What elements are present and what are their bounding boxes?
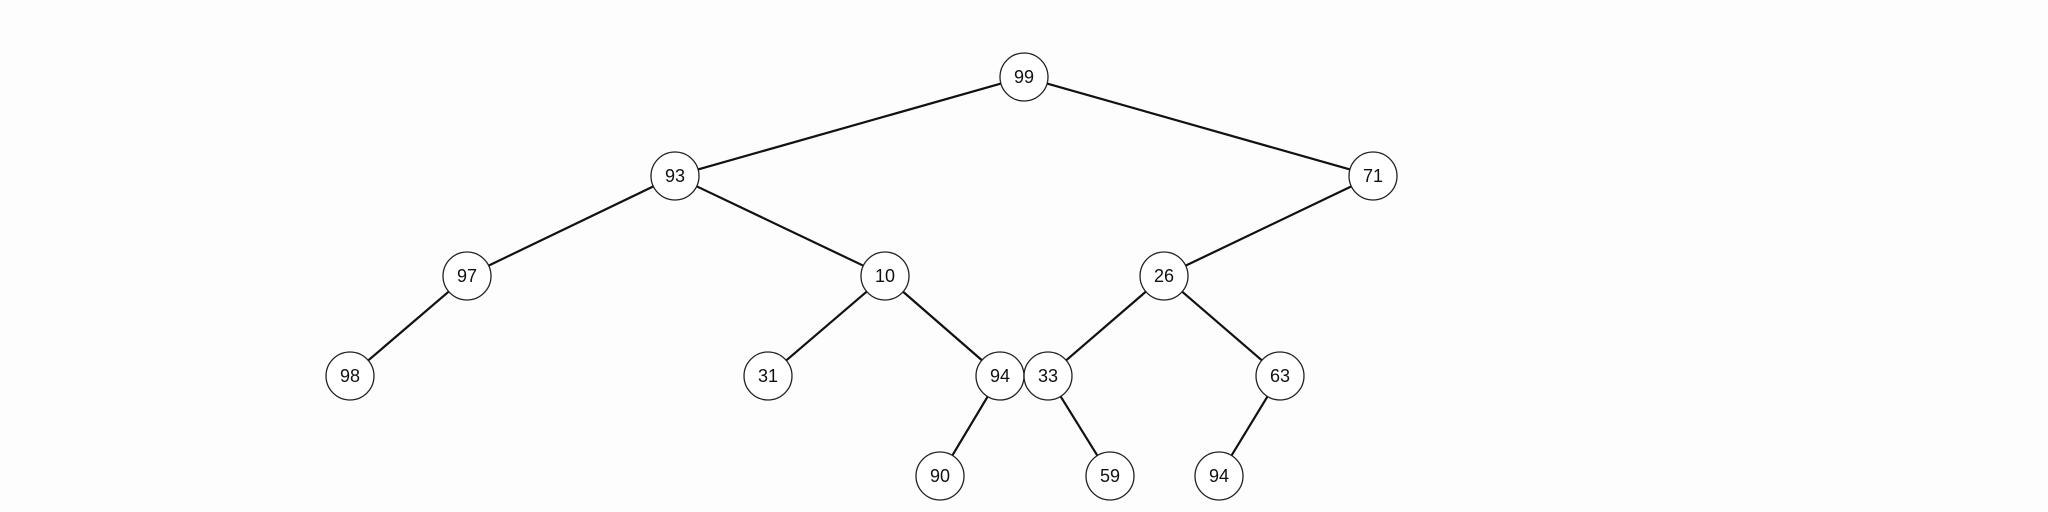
tree-node: 63: [1255, 351, 1305, 401]
tree-node-circle: [743, 351, 793, 401]
tree-edge: [696, 185, 864, 267]
tree-edges: [367, 82, 1352, 457]
tree-node-label: 99: [1014, 67, 1034, 87]
tree-edge: [1181, 290, 1263, 362]
tree-edge: [1065, 290, 1147, 362]
tree-edge: [951, 396, 989, 456]
tree-node-circle: [1348, 151, 1398, 201]
tree-node-label: 59: [1100, 466, 1120, 486]
tree-node-circle: [1085, 451, 1135, 501]
tree-edge: [367, 290, 450, 362]
tree-node-label: 71: [1363, 166, 1383, 186]
tree-node-label: 94: [990, 366, 1010, 386]
tree-edge: [1046, 82, 1351, 171]
tree-node: 33: [1023, 351, 1073, 401]
tree-node-label: 63: [1270, 366, 1290, 386]
tree-node: 71: [1348, 151, 1398, 201]
tree-node: 94: [975, 351, 1025, 401]
tree-node: 10: [860, 251, 910, 301]
tree-node-label: 97: [457, 266, 477, 286]
tree-edge: [697, 82, 1002, 171]
tree-node-label: 10: [875, 266, 895, 286]
tree-node-circle: [325, 351, 375, 401]
tree-node: 31: [743, 351, 793, 401]
tree-node: 59: [1085, 451, 1135, 501]
tree-node-circle: [915, 451, 965, 501]
tree-node: 93: [650, 151, 700, 201]
tree-edge: [902, 290, 983, 362]
tree-node: 94: [1194, 451, 1244, 501]
tree-node: 98: [325, 351, 375, 401]
tree-edge: [1059, 395, 1099, 457]
tree-node-label: 93: [665, 166, 685, 186]
tree-node-circle: [1194, 451, 1244, 501]
tree-node: 99: [999, 52, 1049, 102]
tree-node-circle: [442, 251, 492, 301]
tree-node-circle: [1255, 351, 1305, 401]
tree-edge: [1185, 185, 1352, 267]
tree-node-label: 31: [758, 366, 778, 386]
tree-nodes: 99 93 71 97 10 26 98 31 94 33 63 90 59 94: [325, 52, 1398, 501]
tree-node-label: 26: [1154, 266, 1174, 286]
tree-edge: [488, 185, 654, 267]
tree-node-circle: [1023, 351, 1073, 401]
tree-node: 97: [442, 251, 492, 301]
tree-node-label: 94: [1209, 466, 1229, 486]
tree-edge: [785, 290, 868, 362]
tree-node-circle: [1139, 251, 1189, 301]
tree-node: 26: [1139, 251, 1189, 301]
tree-node-label: 90: [930, 466, 950, 486]
tree-node-label: 33: [1038, 366, 1058, 386]
tree-edge: [1230, 395, 1269, 457]
tree-node-circle: [860, 251, 910, 301]
tree-node-circle: [650, 151, 700, 201]
tree-node-label: 98: [340, 366, 360, 386]
tree-node-circle: [999, 52, 1049, 102]
tree-node: 90: [915, 451, 965, 501]
